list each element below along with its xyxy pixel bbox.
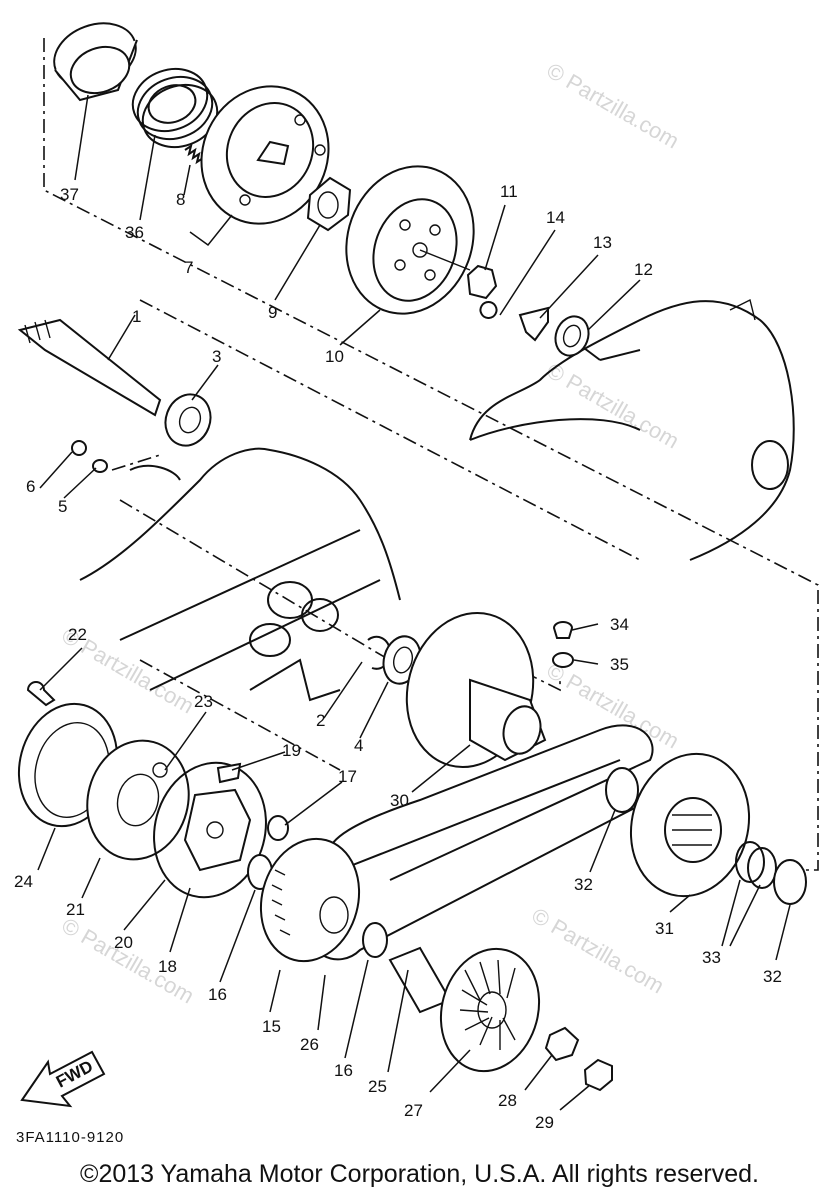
part-33-o-ring bbox=[735, 841, 765, 883]
watermark-text: © Partzilla.com bbox=[528, 903, 669, 999]
part-11-nut bbox=[466, 264, 498, 300]
part-37-clutch-housing bbox=[53, 22, 138, 102]
callout-35: 35 bbox=[610, 655, 629, 674]
part-5-washer bbox=[92, 459, 108, 473]
callout-26: 26 bbox=[300, 1035, 319, 1054]
callout-12: 12 bbox=[634, 260, 653, 279]
part-15-primary-sheave bbox=[259, 837, 361, 963]
part-32-oil-seal bbox=[605, 767, 639, 813]
part-6-bolt bbox=[70, 440, 88, 456]
callout-33: 33 bbox=[702, 948, 721, 967]
part-1-shaft bbox=[17, 318, 162, 417]
callout-5: 5 bbox=[58, 497, 67, 516]
part-25-collar bbox=[388, 946, 452, 1014]
callout-13: 13 bbox=[593, 233, 612, 252]
callout-19: 19 bbox=[282, 741, 301, 760]
part-9-nut bbox=[306, 176, 352, 232]
callout-16-b: 16 bbox=[334, 1061, 353, 1080]
part-33-o-ring bbox=[747, 847, 777, 889]
callout-9: 9 bbox=[268, 303, 277, 322]
callout-30: 30 bbox=[390, 791, 409, 810]
callout-34: 34 bbox=[610, 615, 629, 634]
callout-3: 3 bbox=[212, 347, 221, 366]
callout-20: 20 bbox=[114, 933, 133, 952]
callout-4: 4 bbox=[354, 736, 363, 755]
transmission-case-outline bbox=[79, 447, 401, 702]
callout-31: 31 bbox=[655, 919, 674, 938]
callout-11: 11 bbox=[500, 182, 518, 201]
callout-15: 15 bbox=[262, 1017, 281, 1036]
callout-8: 8 bbox=[176, 190, 185, 209]
callout-37: 37 bbox=[60, 185, 79, 204]
part-19-slider bbox=[216, 762, 242, 784]
copyright-notice: ©2013 Yamaha Motor Corporation, U.S.A. A… bbox=[80, 1160, 759, 1188]
callout-32-a: 32 bbox=[574, 875, 593, 894]
part-35-washer bbox=[552, 652, 574, 668]
part-27-fan-sheave bbox=[439, 947, 541, 1073]
part-22-screw bbox=[26, 681, 56, 707]
callout-7: 7 bbox=[184, 258, 193, 277]
callout-6: 6 bbox=[26, 477, 35, 496]
callout-32-b: 32 bbox=[763, 967, 782, 986]
diagram-code: 3FA1110-9120 bbox=[16, 1129, 124, 1146]
callout-23: 23 bbox=[194, 692, 213, 711]
callout-18: 18 bbox=[158, 957, 177, 976]
part-36-clutch-spring bbox=[131, 67, 219, 149]
part-12-bearing bbox=[554, 315, 590, 357]
part-34-pin bbox=[552, 621, 574, 639]
part-31-fixed-sheave bbox=[629, 752, 751, 898]
callout-24: 24 bbox=[14, 872, 33, 891]
part-16-oil-seal bbox=[362, 922, 388, 958]
callout-27: 27 bbox=[404, 1101, 423, 1120]
callout-16-a: 16 bbox=[208, 985, 227, 1004]
callout-17: 17 bbox=[338, 767, 357, 786]
callout-29: 29 bbox=[535, 1113, 554, 1132]
part-20-ramp-plate bbox=[153, 761, 267, 899]
callout-28: 28 bbox=[498, 1091, 517, 1110]
part-30-sliding-sheave bbox=[405, 611, 547, 769]
part-29-nut bbox=[583, 1058, 613, 1092]
callout-36: 36 bbox=[125, 223, 144, 242]
callout-25: 25 bbox=[368, 1077, 387, 1096]
leader-lines bbox=[37, 94, 791, 1111]
part-9-nut-hole bbox=[317, 191, 339, 219]
callout-21: 21 bbox=[66, 900, 85, 919]
part-17-roller bbox=[267, 815, 289, 841]
part-8-spring bbox=[184, 143, 204, 165]
part-18-cam bbox=[183, 788, 252, 872]
part-28-washer bbox=[544, 1026, 580, 1062]
callout-10: 10 bbox=[325, 347, 344, 366]
part-21-cover bbox=[86, 739, 190, 861]
watermark-text: © Partzilla.com bbox=[543, 58, 684, 154]
fwd-arrow-icon: FWD bbox=[20, 1050, 106, 1108]
callout-1: 1 bbox=[132, 307, 141, 326]
part-3-bearing bbox=[164, 393, 212, 447]
callout-14: 14 bbox=[546, 208, 565, 227]
callout-22: 22 bbox=[68, 625, 87, 644]
part-14-screw bbox=[479, 301, 498, 319]
callout-2: 2 bbox=[316, 711, 325, 730]
part-10-clutch-outer bbox=[345, 165, 475, 315]
callouts: 37 36 8 7 9 10 11 14 13 12 1 3 6 5 22 23… bbox=[14, 182, 782, 1132]
part-7-clutch-carrier bbox=[200, 85, 330, 225]
watermark-text: © Partzilla.com bbox=[543, 358, 684, 454]
part-32-oil-seal bbox=[773, 859, 807, 905]
